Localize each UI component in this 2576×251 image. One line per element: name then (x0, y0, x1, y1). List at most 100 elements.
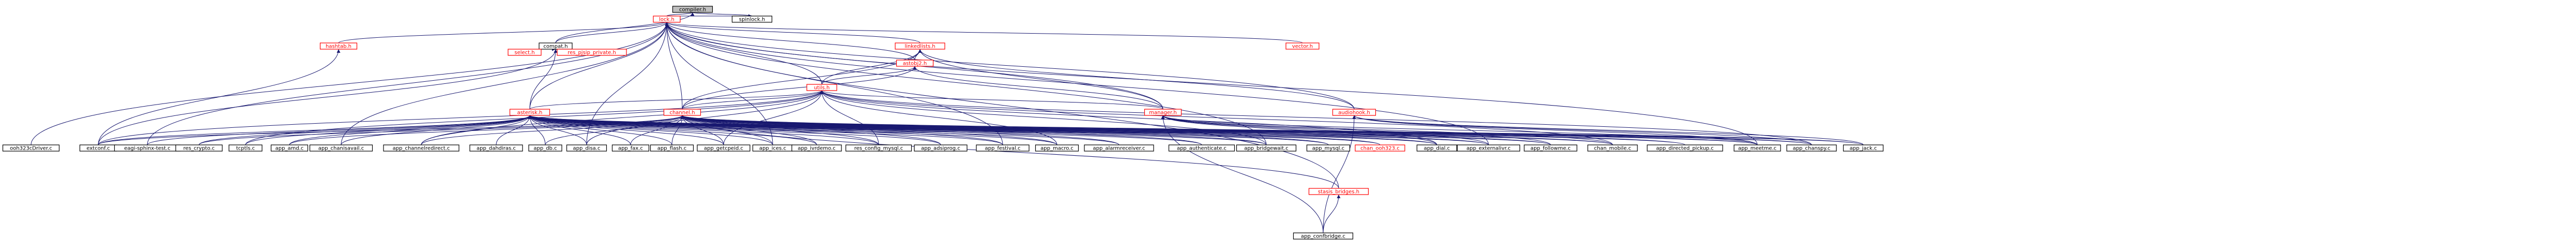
node-app-jack-c[interactable]: app_jack.c (1843, 144, 1884, 152)
node-res-pjsip-private-h[interactable]: res_pjsip_private.h (557, 49, 627, 56)
node-eagi-sphinx-test-c[interactable]: eagi-sphinx-test.c (114, 144, 181, 152)
dependency-edge (665, 22, 1758, 145)
node-res-crypto-c[interactable]: res_crypto.c (175, 144, 223, 152)
node-app-mysql-c[interactable]: app_mysql.c (1306, 144, 1351, 152)
dependency-edge (98, 49, 558, 145)
node-label: asterisk.h (517, 110, 543, 116)
node-app-followme-c[interactable]: app_followme.c (1524, 144, 1577, 152)
node-chan-mobile-c[interactable]: chan_mobile.c (1587, 144, 1638, 152)
node-manager-h[interactable]: manager.h (1144, 109, 1182, 116)
edge-app-meetme-c-to-lock-h (665, 22, 1758, 145)
node-app-flash-c[interactable]: app_flash.c (650, 144, 694, 152)
dependency-edge (30, 22, 669, 145)
node-label: app_directed_pickup.c (1656, 146, 1713, 152)
node-app-bridgewait-c[interactable]: app_bridgewait.c (1236, 144, 1297, 152)
edge-res-crypto-c-to-channel-h (198, 115, 684, 145)
node-label: app_amd.c (275, 146, 304, 152)
edge-app-amd-c-to-asterisk-h (289, 115, 532, 145)
node-label: app_adsiprog.c (921, 146, 960, 152)
edge-res-config-mysql-c-to-asterisk-h (528, 115, 879, 145)
node-app-adsiprog-c[interactable]: app_adsiprog.c (914, 144, 968, 152)
node-app-festival-c[interactable]: app_festival.c (976, 144, 1030, 152)
node-compiler-h[interactable]: compiler.h (672, 6, 713, 13)
dependency-edge (198, 115, 684, 145)
node-app-dahdiras-c[interactable]: app_dahdiras.c (469, 144, 523, 152)
edge-channel-h-to-utils-h (682, 90, 824, 110)
node-select-h[interactable]: select.h (508, 49, 542, 56)
dependency-edge (680, 115, 941, 145)
node-app-dial-c[interactable]: app_dial.c (1416, 144, 1458, 152)
edge-app-adsiprog-c-to-asterisk-h (528, 115, 941, 145)
node-label: app_mysql.c (1312, 146, 1345, 152)
dependency-edge (665, 22, 683, 110)
node-extconf-c[interactable]: extconf.c (79, 144, 117, 152)
node-app-getcpeid-c[interactable]: app_getcpeid.c (697, 144, 750, 152)
edge-app-amd-c-to-channel-h (289, 115, 684, 145)
node-vector-h[interactable]: vector.h (1285, 42, 1320, 50)
edge-app-fax-c-to-channel-h (630, 115, 684, 145)
node-box (1734, 144, 1781, 152)
node-app-ivrdemo-c[interactable]: app_ivrdemo.c (791, 144, 842, 152)
edge-app-followme-c-to-manager-h (1161, 115, 1551, 145)
node-box (976, 144, 1030, 152)
node-label: res_crypto.c (183, 146, 215, 152)
edge-app-adsiprog-c-to-channel-h (680, 115, 941, 145)
dependency-edge (665, 22, 1267, 145)
node-app-amd-c[interactable]: app_amd.c (270, 144, 309, 152)
node-utils-h[interactable]: utils.h (806, 84, 837, 91)
node-box (309, 144, 373, 152)
node-app-macro-c[interactable]: app_macro.c (1035, 144, 1079, 152)
node-app-chanisavail-c[interactable]: app_chanisavail.c (309, 144, 373, 152)
edge-audiohook-h-to-lock-h (665, 22, 1355, 110)
node-app-alarmreceiver-c[interactable]: app_alarmreceiver.c (1084, 144, 1154, 152)
graph-nodes: compiler.h lock.h spinlock.h hashtab.h compa… (2, 6, 1884, 240)
node-label: manager.h (1149, 110, 1177, 116)
node-app-authenticate-c[interactable]: app_authenticate.c (1168, 144, 1235, 152)
node-chan-ooh323-c[interactable]: chan_ooh323.c (1355, 144, 1405, 152)
dependency-edge (586, 90, 824, 145)
edge-extconf-c-to-asterisk-h (98, 115, 532, 145)
node-res-config-mysql-c[interactable]: res_config_mysql.c (845, 144, 912, 152)
edge-ooh323cDriver-c-to-lock-h (30, 22, 669, 145)
node-audiohook-h[interactable]: audiohook.h (1332, 109, 1376, 116)
node-ooh323cDriver-c[interactable]: ooh323cDriver.c (2, 144, 60, 152)
node-box (2, 144, 60, 152)
dependency-edge (147, 22, 669, 145)
node-spinlock-h[interactable]: spinlock.h (731, 16, 773, 23)
dependency-edge (1161, 115, 1437, 145)
node-compat-h[interactable]: compat.h (539, 42, 573, 50)
dependency-edge (528, 115, 1057, 145)
node-app-directed-pickup-c[interactable]: app_directed_pickup.c (1647, 144, 1723, 152)
node-astobj2-h[interactable]: astobj2.h (896, 60, 934, 67)
node-app-channelredirect-c[interactable]: app_channelredirect.c (383, 144, 459, 152)
node-channel-h[interactable]: channel.h (663, 109, 701, 116)
node-app-fax-c[interactable]: app_fax.c (611, 144, 650, 152)
node-stasis-bridges-h[interactable]: stasis_bridges.h (1308, 188, 1369, 195)
node-lock-h[interactable]: lock.h (653, 16, 681, 23)
dependency-edge (691, 12, 753, 17)
dependency-edge (665, 22, 1355, 110)
node-label: app_jack.c (1850, 146, 1877, 152)
dependency-edge (665, 22, 921, 43)
node-app-disa-c[interactable]: app_disa.c (566, 144, 607, 152)
edge-asterisk-h-to-compat-h (529, 49, 558, 110)
edge-app-jack-c-to-audiohook-h (1352, 115, 1864, 145)
edge-app-bridgewait-c-to-lock-h (665, 22, 1267, 145)
node-linkedlists-h[interactable]: linkedlists.h (895, 42, 945, 50)
node-app-confbridge-c[interactable]: app_confbridge.c (1293, 232, 1354, 240)
node-app-db-c[interactable]: app_db.c (528, 144, 562, 152)
node-asterisk-h[interactable]: asterisk.h (509, 109, 550, 116)
node-app-meetme-c[interactable]: app_meetme.c (1734, 144, 1781, 152)
edge-chan-mobile-c-to-manager-h (1161, 115, 1613, 145)
node-label: app_chanspy.c (1793, 146, 1831, 152)
node-hashtab-h[interactable]: hashtab.h (319, 42, 358, 50)
node-box (319, 42, 358, 50)
node-app-chanspy-c[interactable]: app_chanspy.c (1786, 144, 1837, 152)
node-box (1144, 109, 1182, 116)
node-app-externalivr-c[interactable]: app_externalivr.c (1456, 144, 1521, 152)
edge-app-festival-c-to-channel-h (680, 115, 1003, 145)
edge-app-macro-c-to-utils-h (820, 90, 1057, 145)
edge-app-ivrdemo-c-to-asterisk-h (528, 115, 817, 145)
node-tcptls-c[interactable]: tcptls.c (228, 144, 263, 152)
node-app-ices-c[interactable]: app_ices.c (752, 144, 793, 152)
